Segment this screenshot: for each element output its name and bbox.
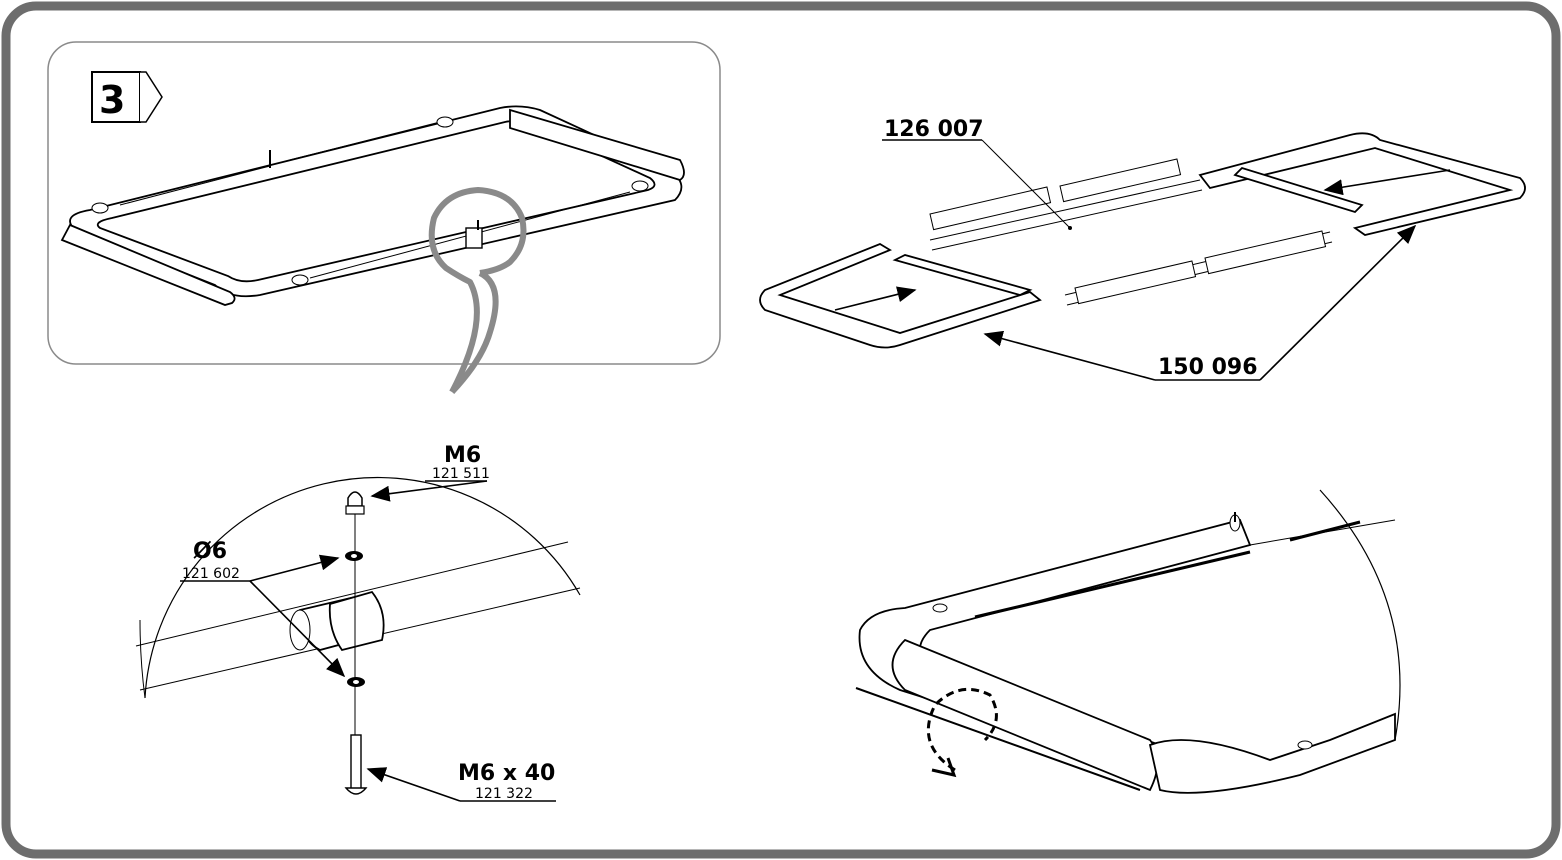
step-arrow-icon — [140, 71, 163, 123]
washer-part-number: 121 602 — [182, 566, 240, 582]
frame-leaders — [882, 139, 1417, 381]
bolt-size-label: M6 x 40 — [458, 761, 555, 786]
washer-size-label: Ø6 — [193, 539, 227, 564]
nut-size-label: M6 — [444, 443, 481, 468]
frame-part-number: 126 007 — [884, 117, 984, 142]
zoom-callout — [428, 187, 527, 395]
rotate-arrow-icon — [926, 687, 998, 778]
frame-overview-drawing — [60, 105, 685, 306]
rotation-detail-view — [855, 489, 1401, 794]
detail-leaders — [180, 480, 556, 802]
exploded-frame-drawing — [759, 132, 1526, 349]
overview-panel: 3 — [47, 41, 721, 365]
step-number: 3 — [99, 78, 125, 122]
bolt-detail-view — [135, 476, 581, 795]
step-badge: 3 — [91, 71, 163, 123]
nut-part-number: 121 511 — [432, 466, 490, 482]
bolt-part-number: 121 322 — [475, 786, 533, 802]
foam-part-number: 150 096 — [1158, 355, 1258, 380]
